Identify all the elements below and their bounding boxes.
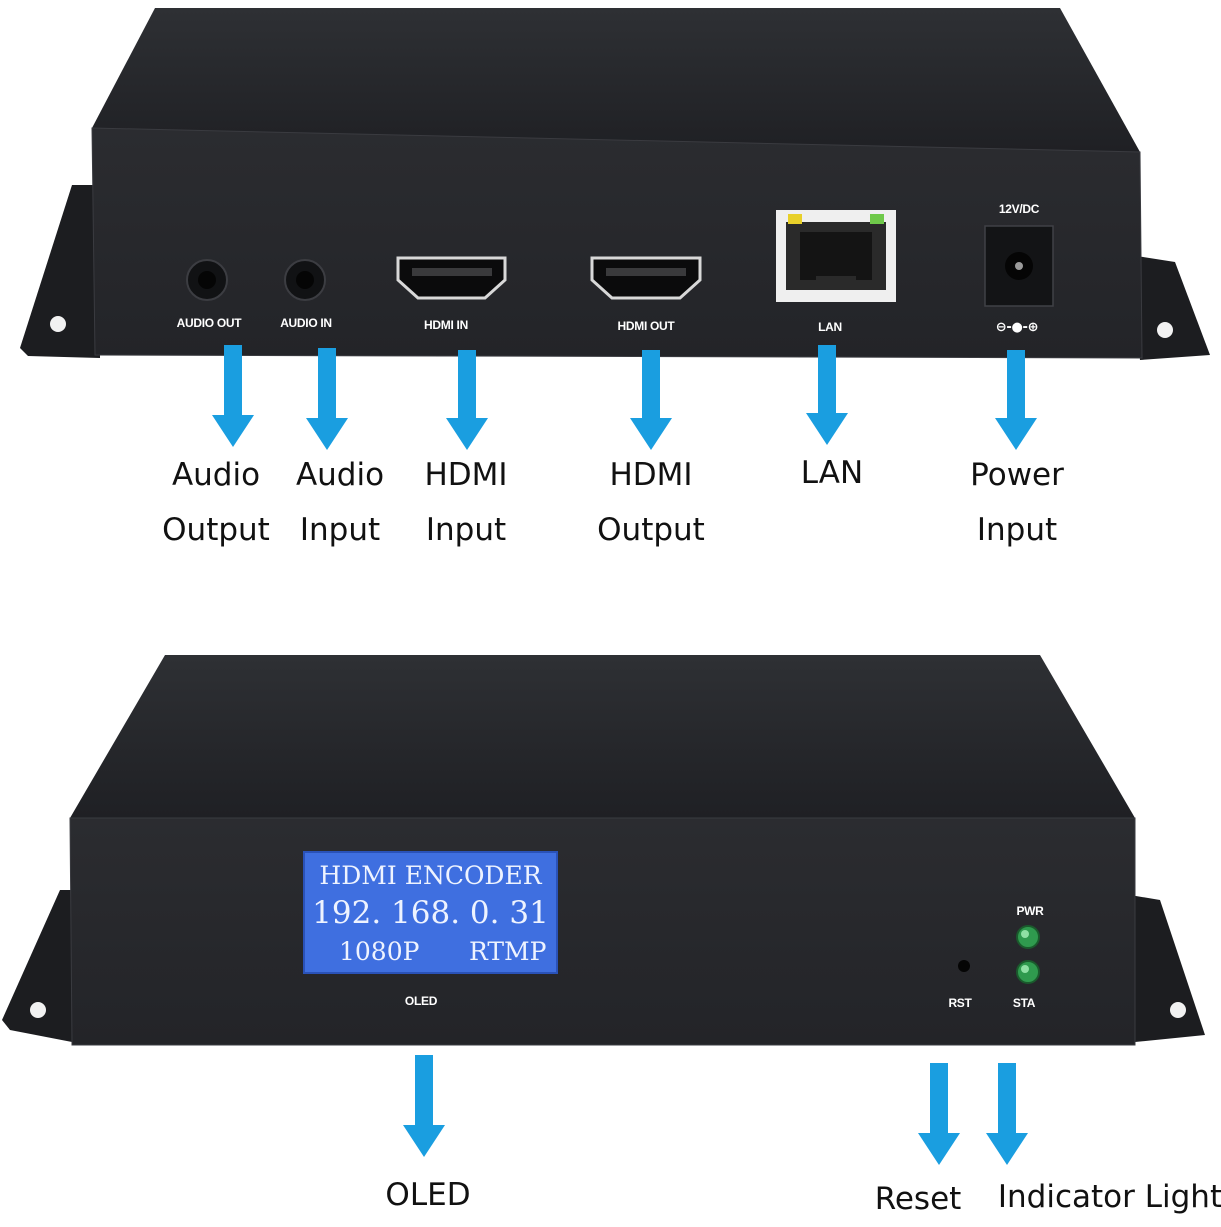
hdmi-in-port (396, 256, 507, 300)
front-right-flange-hole (1170, 1002, 1186, 1018)
front-device-face (69, 817, 1136, 1046)
front-label-pwr: PWR (1016, 904, 1044, 918)
callout-indicator-light: Indicator Light (997, 1179, 1221, 1215)
callout-lan: LAN (800, 455, 864, 491)
front-label-rst: RST (948, 996, 972, 1010)
arrow-hdmi-in (446, 350, 488, 450)
rear-right-flange (1130, 255, 1210, 360)
port-label-hdmi-in: HDMI IN (424, 318, 468, 332)
front-right-flange (1130, 895, 1205, 1042)
power-polarity-symbol: ⊖-●-⊕ (995, 320, 1039, 335)
arrow-audio-out (212, 345, 254, 447)
callout-reset: Reset (874, 1181, 962, 1217)
arrow-audio-in (306, 348, 348, 450)
lan-activity-led (870, 214, 884, 224)
oled-line-protocol: RTMP (469, 937, 547, 966)
port-label-hdmi-out: HDMI OUT (617, 319, 675, 333)
front-left-flange (2, 890, 72, 1042)
port-label-lan: LAN (818, 320, 842, 334)
front-left-flange-hole (30, 1002, 46, 1018)
port-label-audio-in: AUDIO IN (280, 316, 332, 330)
oled-line-resolution: 1080P (339, 937, 420, 966)
rear-left-flange-hole (50, 316, 66, 332)
oled-screen: HDMI ENCODER 192. 168. 0. 31 1080P RTMP (303, 851, 558, 974)
arrow-lan (806, 345, 848, 445)
hdmi-out-port (590, 256, 702, 300)
port-label-power: 12V/DC (998, 202, 1040, 216)
front-label-sta: STA (1012, 996, 1036, 1010)
sta-led (1016, 960, 1040, 984)
port-label-audio-out: AUDIO OUT (176, 316, 242, 330)
arrow-power (995, 350, 1037, 450)
pwr-led (1016, 925, 1040, 949)
front-label-oled: OLED (404, 994, 438, 1008)
arrow-indicator (986, 1063, 1028, 1165)
arrow-hdmi-out (630, 350, 672, 450)
rear-device-top (92, 8, 1140, 152)
rear-device (20, 8, 1210, 450)
oled-line-title: HDMI ENCODER (319, 861, 542, 890)
reset-pinhole (958, 960, 970, 972)
callout-oled: OLED (385, 1177, 471, 1213)
arrow-reset (918, 1063, 960, 1165)
oled-line-ip: 192. 168. 0. 31 (312, 895, 549, 931)
front-device-top (70, 655, 1135, 818)
lan-port (776, 210, 896, 302)
rear-left-flange (20, 185, 100, 358)
rear-right-flange-hole (1157, 322, 1173, 338)
lan-link-led (788, 214, 802, 224)
arrow-oled (403, 1055, 445, 1157)
